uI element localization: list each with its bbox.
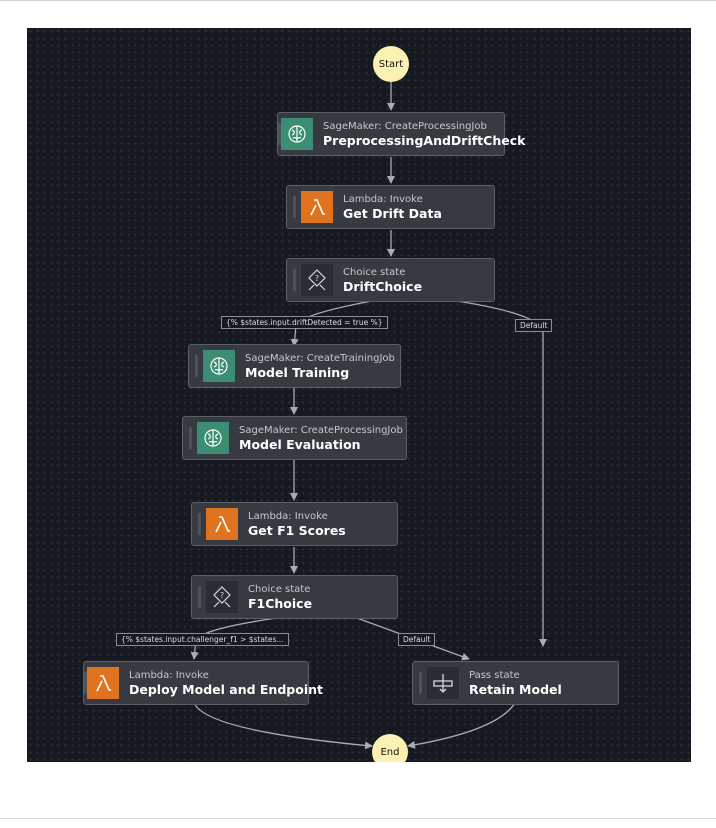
state-service-label: SageMaker: CreateProcessingJob: [239, 424, 403, 436]
state-retain-model[interactable]: Pass state Retain Model: [412, 661, 619, 705]
state-name: DriftChoice: [343, 278, 423, 294]
lambda-icon: [301, 191, 333, 223]
state-service-label: Lambda: Invoke: [248, 510, 328, 522]
state-model-evaluation[interactable]: SageMaker: CreateProcessingJob Model Eva…: [182, 416, 407, 460]
state-f1-choice[interactable]: ? Choice state F1Choice: [191, 575, 398, 619]
state-name: Model Evaluation: [239, 436, 361, 452]
state-get-f1-scores[interactable]: Lambda: Invoke Get F1 Scores: [191, 502, 398, 546]
state-service-label: Lambda: Invoke: [343, 193, 423, 205]
state-service-label: Choice state: [343, 266, 406, 278]
pass-icon: [427, 667, 459, 699]
state-deploy-model-and-endpoint[interactable]: Lambda: Invoke Deploy Model and Endpoint: [83, 661, 323, 705]
state-drift-choice[interactable]: ? Choice state DriftChoice: [286, 258, 495, 302]
edge-label-f1-default[interactable]: Default: [398, 633, 436, 646]
drag-handle[interactable]: [192, 503, 206, 545]
state-name: Get Drift Data: [343, 205, 442, 221]
edge-label-drift-default[interactable]: Default: [515, 319, 553, 332]
choice-diamond-icon: ?: [206, 581, 238, 613]
svg-text:?: ?: [220, 591, 224, 600]
state-name: F1Choice: [248, 595, 313, 611]
edge-deploy-to-end: [193, 702, 373, 750]
drag-handle[interactable]: [183, 417, 197, 459]
drag-handle[interactable]: [84, 662, 87, 704]
state-get-drift-data[interactable]: Lambda: Invoke Get Drift Data: [286, 185, 495, 229]
lambda-icon: [87, 667, 119, 699]
workflow-canvas[interactable]: Start SageMaker: CreateProcessingJob Pre…: [27, 28, 691, 762]
start-node[interactable]: Start: [373, 46, 409, 82]
state-service-label: Choice state: [248, 583, 311, 595]
state-name: Deploy Model and Endpoint: [129, 681, 323, 697]
lambda-icon: [206, 508, 238, 540]
state-service-label: Pass state: [469, 669, 520, 681]
drag-handle[interactable]: [278, 113, 281, 155]
state-preprocessing-and-drift-check[interactable]: SageMaker: CreateProcessingJob Preproces…: [277, 112, 525, 156]
drag-handle[interactable]: [287, 186, 301, 228]
svg-text:?: ?: [315, 274, 319, 283]
state-service-label: SageMaker: CreateTrainingJob: [245, 352, 395, 364]
state-name: Retain Model: [469, 681, 562, 697]
choice-diamond-icon: ?: [301, 264, 333, 296]
edge-label-drift-detected[interactable]: {% $states.input.driftDetected = true %}: [221, 316, 388, 329]
drag-handle[interactable]: [192, 576, 206, 618]
edge-label-f1-condition[interactable]: {% $states.input.challenger_f1 > $states…: [116, 633, 289, 646]
drag-handle[interactable]: [413, 662, 427, 704]
sagemaker-brain-icon: [197, 422, 229, 454]
end-node[interactable]: End: [372, 734, 408, 762]
drag-handle[interactable]: [189, 345, 203, 387]
edge-driftchoice-default: [456, 300, 547, 647]
top-divider: [0, 0, 716, 1]
state-name: Model Training: [245, 364, 350, 380]
state-service-label: Lambda: Invoke: [129, 669, 209, 681]
drag-handle[interactable]: [287, 259, 301, 301]
state-name: PreprocessingAndDriftCheck: [323, 132, 526, 148]
edge-retain-to-end: [407, 702, 516, 749]
state-name: Get F1 Scores: [248, 522, 346, 538]
bottom-divider: [0, 818, 716, 819]
state-service-label: SageMaker: CreateProcessingJob: [323, 120, 487, 132]
sagemaker-brain-icon: [203, 350, 235, 382]
sagemaker-brain-icon: [281, 118, 313, 150]
state-model-training[interactable]: SageMaker: CreateTrainingJob Model Train…: [188, 344, 401, 388]
